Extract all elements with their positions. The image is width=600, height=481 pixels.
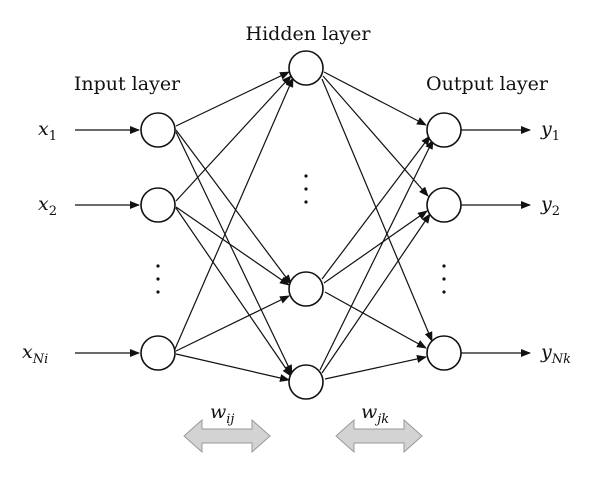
- input-node-n: [140, 335, 176, 371]
- output-layer-title: Output layer: [426, 73, 549, 95]
- input-node-1: [140, 112, 176, 148]
- weight-arrow-jk: [335, 418, 423, 454]
- edge-i1-h3: [175, 131, 293, 375]
- edge-h3-on: [324, 355, 427, 380]
- edge-h1-on: [321, 78, 433, 342]
- edge-in-h1: [174, 77, 294, 350]
- edge-i2-h3: [175, 207, 292, 377]
- edge-h3-o1: [319, 139, 434, 371]
- output-node-2: [426, 187, 462, 223]
- edge-i2-h1: [175, 75, 292, 202]
- edge-h2-on: [324, 291, 427, 349]
- input-label-n: xNi: [22, 341, 48, 367]
- input-label-2: x2: [38, 193, 57, 219]
- weight-arrow-ij: [183, 418, 271, 454]
- output-ellipsis: [442, 264, 446, 294]
- edge-h1-o2: [322, 75, 429, 197]
- edge-in-h3: [175, 353, 290, 382]
- output-label-2: y2: [540, 193, 560, 219]
- hidden-ellipsis: [304, 174, 308, 204]
- weight-label-jk: wjk: [361, 401, 389, 427]
- hidden-layer-title: Hidden layer: [246, 23, 372, 45]
- hidden-node-3: [288, 364, 324, 400]
- hidden-node-2: [288, 271, 324, 307]
- weight-label-ij: wij: [210, 401, 234, 427]
- input-ellipsis: [156, 264, 160, 294]
- input-label-1: x1: [38, 118, 57, 144]
- output-node-n: [426, 335, 462, 371]
- edge-h2-o1: [321, 135, 431, 280]
- hidden-node-1: [288, 50, 324, 86]
- output-label-n: yNk: [540, 341, 571, 367]
- edge-h3-o2: [321, 213, 431, 374]
- edge-i2-h2: [175, 206, 290, 286]
- edge-i1-h2: [175, 129, 292, 285]
- input-node-2: [140, 187, 176, 223]
- output-label-1: y1: [540, 118, 560, 144]
- edge-in-h2: [175, 295, 290, 352]
- output-node-1: [426, 112, 462, 148]
- edge-h2-o2: [323, 210, 428, 284]
- input-layer-title: Input layer: [74, 73, 181, 95]
- edge-i1-h1: [175, 71, 290, 127]
- edge-h1-o1: [323, 71, 427, 126]
